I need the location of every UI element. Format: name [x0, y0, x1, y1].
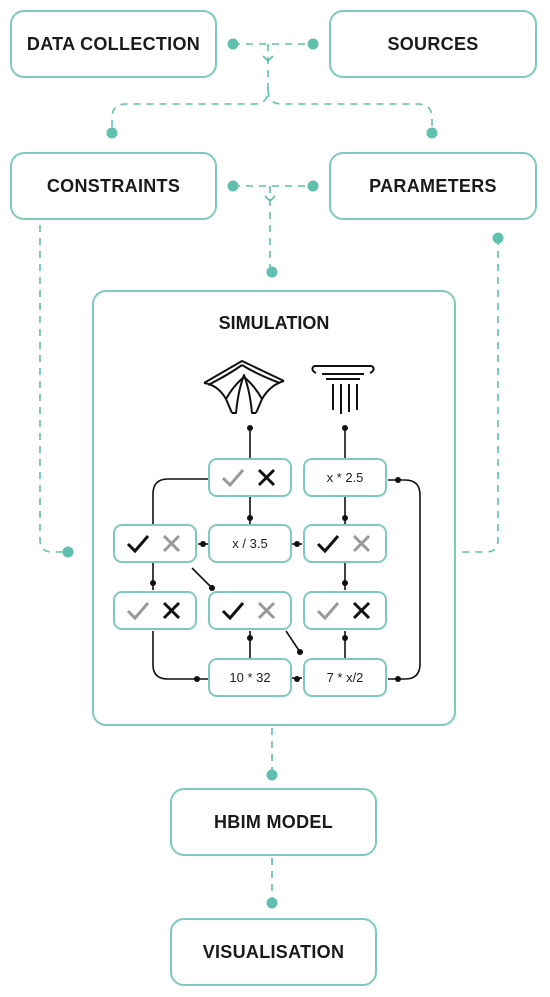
formula-mid-center: x / 3.5 — [232, 536, 268, 551]
formula-cell-mid-center: x / 3.5 — [208, 524, 292, 563]
cross-icon — [257, 601, 276, 619]
check-icon — [221, 601, 245, 620]
cross-icon — [257, 468, 276, 486]
formula-cell-top-right: x * 2.5 — [303, 458, 387, 497]
cross-icon — [162, 534, 181, 552]
check-icon — [316, 534, 340, 553]
formula-top-right: x * 2.5 — [326, 470, 364, 485]
hbim-model-label: HBIM MODEL — [214, 811, 333, 832]
sources-label: SOURCES — [387, 33, 479, 54]
hbim-model-box: HBIM MODEL — [170, 788, 377, 856]
formula-cell-bottom-center: 10 * 32 — [208, 658, 292, 697]
result-icons — [316, 601, 371, 620]
data-collection-label: DATA COLLECTION — [26, 33, 201, 54]
data-collection-box: DATA COLLECTION — [10, 10, 217, 78]
visualisation-box: VISUALISATION — [170, 918, 377, 986]
check-icon — [126, 601, 150, 620]
parameters-label: PARAMETERS — [369, 175, 497, 196]
result-icons — [221, 601, 276, 620]
simulation-title: SIMULATION — [218, 313, 330, 333]
visualisation-label: VISUALISATION — [202, 941, 345, 962]
cross-icon — [352, 534, 371, 552]
check-cross-cell-low-right — [303, 591, 387, 630]
check-cross-cell-low-center — [208, 591, 292, 630]
formula-cell-bottom-right: 7 * x/2 — [303, 658, 387, 697]
check-cross-cell-mid-right — [303, 524, 387, 563]
sources-box: SOURCES — [329, 10, 537, 78]
cross-icon — [352, 601, 371, 619]
check-icon — [126, 534, 150, 553]
result-icons — [316, 534, 371, 553]
constraints-label: CONSTRAINTS — [46, 175, 181, 196]
formula-bottom-center: 10 * 32 — [229, 670, 271, 685]
vault-icon — [203, 360, 285, 414]
constraints-box: CONSTRAINTS — [10, 152, 217, 220]
check-cross-cell-mid-left — [113, 524, 197, 563]
formula-bottom-right: 7 * x/2 — [326, 670, 364, 685]
check-cross-cell-low-left — [113, 591, 197, 630]
result-icons — [221, 468, 276, 487]
check-cross-cell-top-center — [208, 458, 292, 497]
parameters-box: PARAMETERS — [329, 152, 537, 220]
column-icon — [311, 365, 375, 414]
check-icon — [221, 468, 245, 487]
result-icons — [126, 534, 181, 553]
result-icons — [126, 601, 181, 620]
cross-icon — [162, 601, 181, 619]
check-icon — [316, 601, 340, 620]
